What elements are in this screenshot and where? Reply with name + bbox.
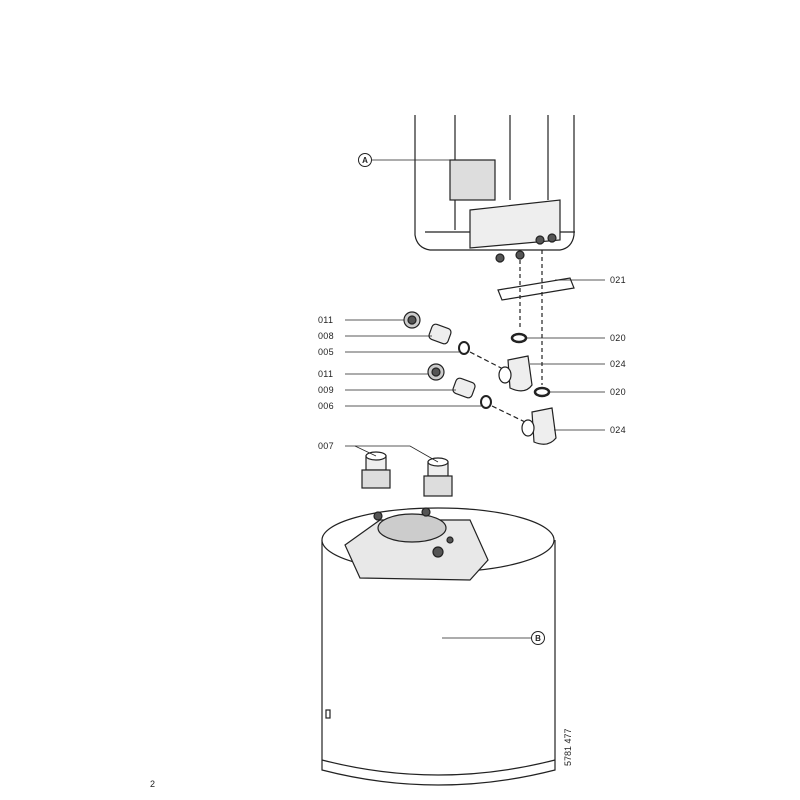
part-label-007: 007	[318, 441, 334, 451]
document-number: 5781 477	[563, 728, 573, 766]
callout-a: A	[358, 153, 372, 167]
leader-lines	[345, 159, 605, 639]
boiler-unit	[414, 115, 575, 385]
part-label-006: 006	[318, 401, 334, 411]
part-label-020b: 020	[610, 387, 626, 397]
page-number: 2	[150, 779, 156, 789]
part-label-021: 021	[610, 275, 626, 285]
callout-b: B	[531, 631, 545, 645]
connectors-007	[361, 451, 453, 497]
part-label-020: 020	[610, 333, 626, 343]
storage-tank	[321, 507, 556, 786]
part-label-024: 024	[610, 359, 626, 369]
fittings	[403, 311, 557, 445]
part-label-009: 009	[318, 385, 334, 395]
part-label-005: 005	[318, 347, 334, 357]
part-label-011b: 011	[318, 369, 334, 379]
part-label-024b: 024	[610, 425, 626, 435]
part-label-011: 011	[318, 315, 334, 325]
part-label-008: 008	[318, 331, 334, 341]
